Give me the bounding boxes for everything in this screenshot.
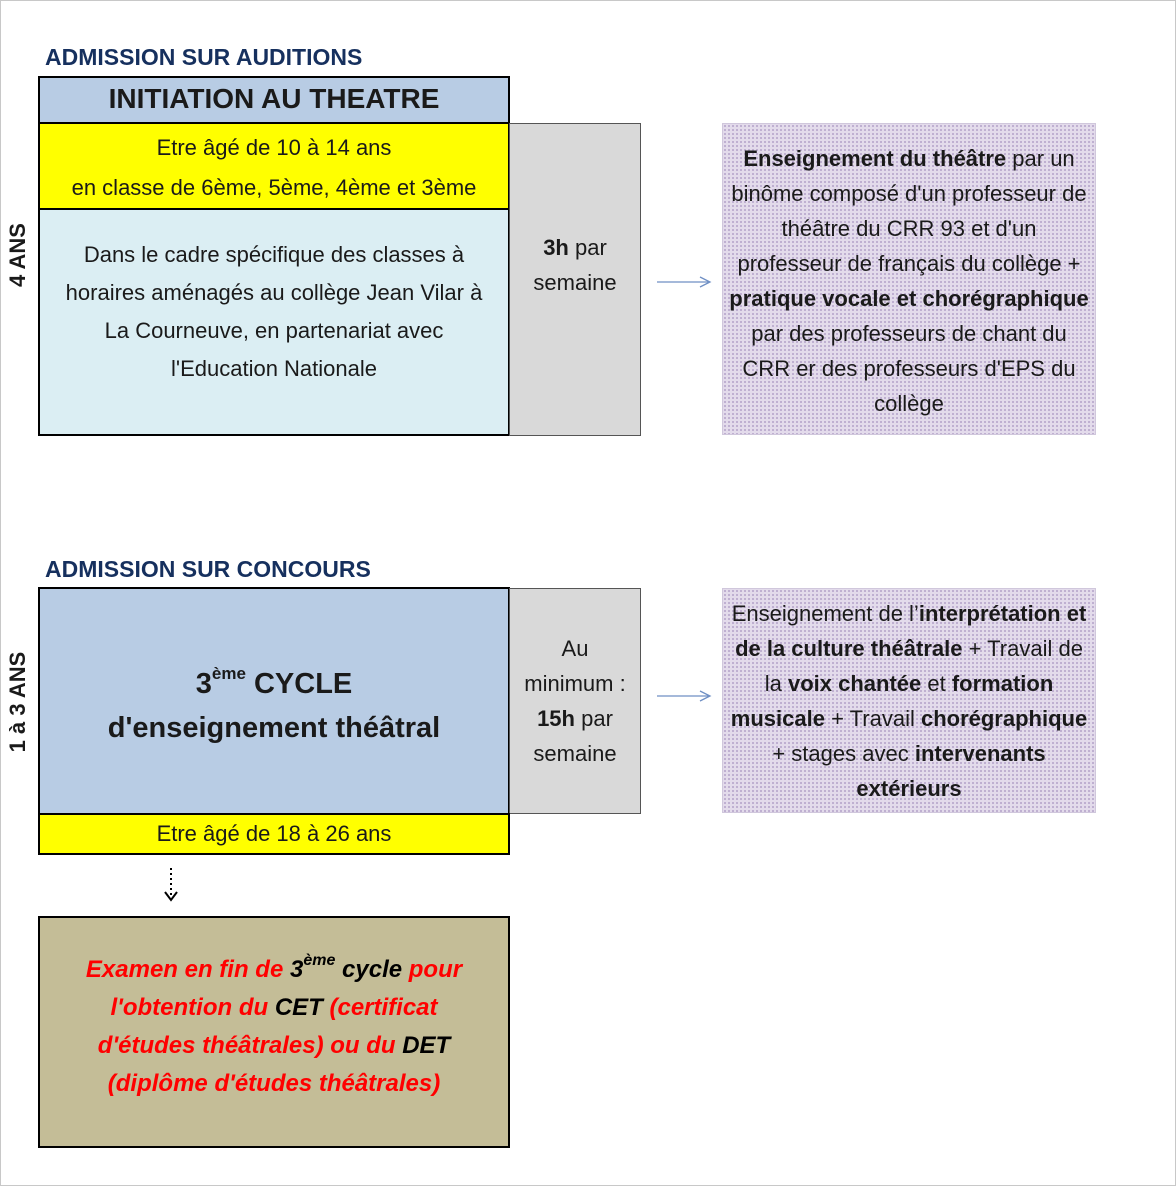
section2-heading: ADMISSION SUR CONCOURS bbox=[45, 556, 371, 582]
hours-value: 3h bbox=[543, 234, 569, 260]
age-line-1: Etre âgé de 10 à 14 ans bbox=[156, 135, 392, 160]
initiation-title-box: INITIATION AU THEATRE bbox=[38, 76, 510, 124]
hours-minimum: minimum : bbox=[524, 671, 626, 696]
age-line-2: en classe de 6ème, 5ème, 4ème et 3ème bbox=[71, 175, 477, 200]
context-description-box: Dans le cadre spécifique des classes à h… bbox=[38, 208, 510, 436]
section2-duration-label: 1 à 3 ANS bbox=[5, 651, 30, 753]
hours-au: Au bbox=[561, 636, 589, 661]
arrow-section1 bbox=[657, 276, 712, 288]
section1-heading: ADMISSION SUR AUDITIONS bbox=[45, 44, 363, 70]
age-requirement-section2: Etre âgé de 18 à 26 ans bbox=[156, 821, 392, 846]
hours-par: par bbox=[568, 234, 607, 260]
age-requirement-box-section2: Etre âgé de 18 à 26 ans bbox=[38, 813, 510, 855]
context-description: Dans le cadre spécifique des classes à h… bbox=[65, 242, 483, 381]
hours-box-section1: 3h par semaine bbox=[509, 123, 641, 436]
age-requirement-box: Etre âgé de 10 à 14 ans en classe de 6èm… bbox=[38, 122, 510, 210]
teaching-description-box-section2: Enseignement de l’interprétation et de l… bbox=[722, 588, 1096, 813]
dotted-arrow-down bbox=[164, 868, 178, 902]
third-cycle-box: 3ème CYCLE d'enseignement théâtral bbox=[38, 587, 510, 815]
exam-box: Examen en fin de 3ème cycle pour l'obten… bbox=[38, 916, 510, 1148]
hours-semaine-section2: semaine bbox=[533, 741, 617, 766]
teaching-description-section1: Enseignement du théâtre par un binôme co… bbox=[729, 146, 1089, 416]
teaching-description-section2: Enseignement de l’interprétation et de l… bbox=[730, 600, 1088, 801]
third-cycle-title: 3ème CYCLE bbox=[195, 664, 353, 700]
arrow-section2 bbox=[657, 690, 712, 702]
hours-box-section2: Au minimum : 15h par semaine bbox=[509, 588, 641, 814]
teaching-description-box-section1: Enseignement du théâtre par un binôme co… bbox=[722, 123, 1096, 435]
hours-value-section2: 15h bbox=[537, 706, 575, 731]
third-cycle-subtitle: d'enseignement théâtral bbox=[107, 712, 441, 744]
section1-duration-label: 4 ANS bbox=[5, 223, 30, 287]
hours-semaine: semaine bbox=[533, 269, 617, 295]
exam-description: Examen en fin de 3ème cycle pour l'obten… bbox=[85, 952, 463, 1098]
initiation-title: INITIATION AU THEATRE bbox=[108, 83, 440, 114]
